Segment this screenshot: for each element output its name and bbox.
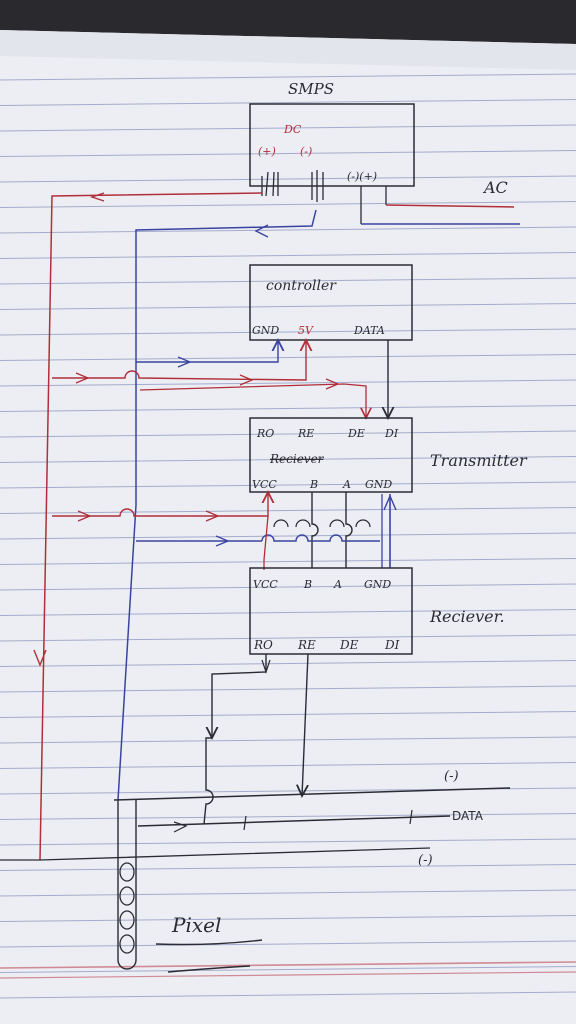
controller-pin-5v: 5V [298,324,314,337]
transmitter-de-re-wire [139,383,366,418]
transmitter-pin-b: B [309,478,318,491]
bus-minus-top-label: (-) [444,769,459,784]
bus-minus-line [113,787,511,801]
smps-title: SMPS [288,80,334,98]
transmitter-pin-gnd: GND [365,478,392,491]
transmitter-chip-label: Reciever [269,452,325,466]
transmitter-pin-a: A [342,478,351,491]
bus-plus-line [0,847,431,861]
smps-minus-label: (-) [300,145,312,158]
receiver-side-label: Reciever. [429,607,505,626]
minus-rail [117,209,317,801]
transmitter-pin-ro: RO [256,427,274,440]
pixel-label: Pixel [171,913,221,937]
transmitter-side-label: Transmitter [430,451,528,470]
bus-b-link [311,492,319,568]
transmitter-block: RO RE DE DI Reciever VCC B A GND [249,417,413,493]
transmitter-pin-vcc: VCC [252,478,277,491]
controller-pin-gnd: GND [252,324,279,337]
controller-5v-wire [52,340,306,381]
transmitter-vcc-wire [52,492,268,517]
receiver-box [249,567,413,655]
receiver-ro-wire [212,654,267,738]
smps-box [249,103,415,187]
receiver-pin-ro: RO [253,638,273,652]
margin-line [0,961,576,969]
bus-data-label: DATA [452,809,484,823]
smps-plus-label: (+) [258,145,276,158]
margin-line [0,971,576,979]
transmitter-box [249,417,413,493]
bus-a-link [345,492,353,568]
controller-pin-data: DATA [353,324,385,337]
receiver-pin-b: B [303,578,312,591]
smps-block: SMPS DC (+) (-) (-)(+) AC [249,80,508,224]
receiver-pin-a: A [333,578,342,591]
pixel-underline [155,939,263,973]
receiver-pin-vcc: VCC [253,578,278,591]
receiver-vcc-wire [263,515,269,570]
receiver-pin-gnd: GND [364,578,391,591]
transmitter-pin-re: RE [297,427,314,440]
receiver-pin-di: DI [384,638,400,652]
smps-ac-pins: (-)(+) [347,170,377,183]
transmitter-pin-de: DE [347,427,365,440]
bus-minus-bottom-label: (-) [418,853,433,868]
controller-gnd-wire [136,340,278,363]
ac-label: AC [482,178,508,197]
receiver-pin-de: DE [339,638,359,652]
transmitter-pin-di: DI [384,427,399,440]
smps-dc-label: DC [283,123,302,136]
ruled-lines [0,73,576,999]
receiver-pin-re: RE [297,638,316,652]
controller-title: controller [266,278,337,294]
controller-box [249,264,413,341]
bus-data-line [137,815,451,827]
receiver-re-wire [302,653,308,796]
plus-rail [39,192,263,861]
data-drop-wire [203,737,214,825]
controller-block: controller GND 5V DATA [249,264,413,341]
ac-wire-live [385,204,515,208]
receiver-block: VCC B A GND RO RE DE DI [249,567,413,655]
pixel-strip [117,800,137,970]
